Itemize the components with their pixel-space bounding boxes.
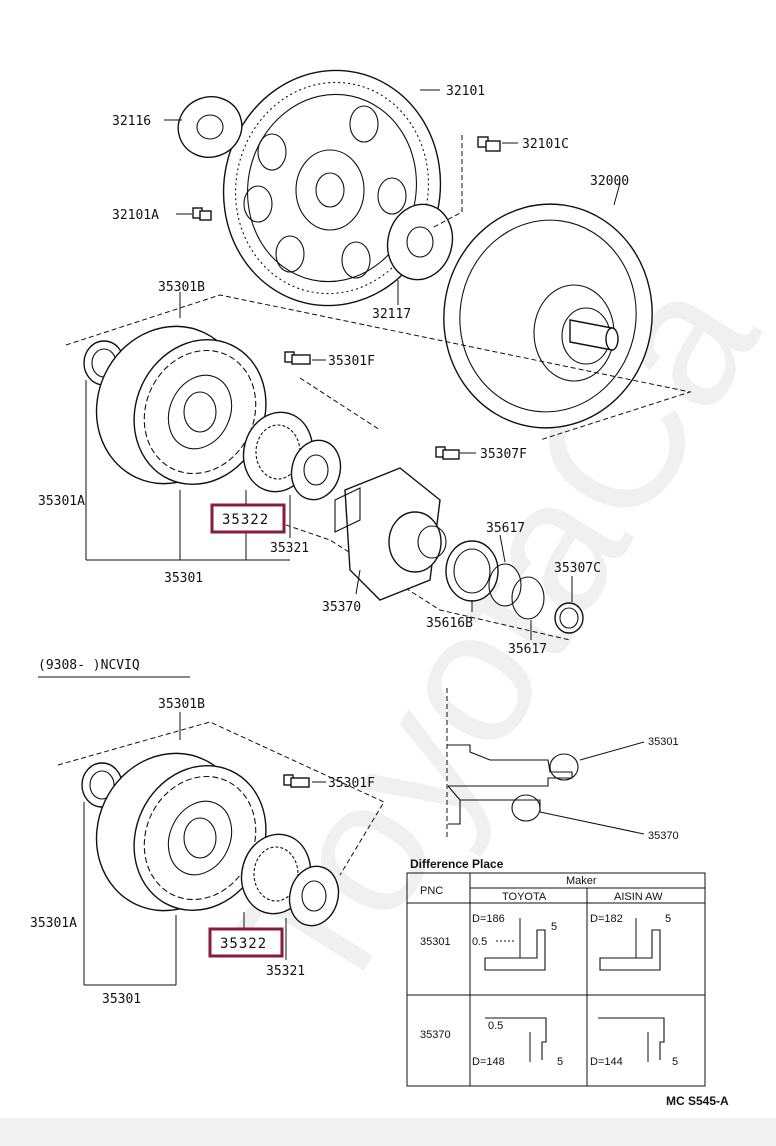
label-35301-top: 35301 — [164, 571, 203, 586]
maker-toyota: TOYOTA — [502, 891, 547, 903]
leader-lines-top — [85, 89, 621, 640]
cross-section-detail — [446, 688, 645, 838]
label-35616B: 35616B — [426, 616, 473, 631]
difference-table-title: Difference Place — [410, 857, 504, 871]
toyota-35301-diameter: D=186 — [472, 913, 505, 925]
bolt-32101A[interactable] — [192, 207, 212, 221]
seal-ring-35617-b[interactable] — [511, 576, 545, 620]
label-35307C: 35307C — [554, 561, 601, 576]
label-35322-bottom: 35322 — [220, 936, 267, 952]
pnc-header: PNC — [420, 885, 443, 897]
drive-plate-32101[interactable] — [202, 50, 462, 326]
label-35322-top: 35322 — [222, 512, 269, 528]
difference-table: Difference Place PNC Maker TOYOTA AISIN … — [406, 857, 706, 1087]
maker-aisin: AISIN AW — [614, 891, 663, 903]
label-32101: 32101 — [446, 84, 485, 99]
label-35321-top: 35321 — [270, 541, 309, 556]
label-32117: 32117 — [372, 307, 411, 322]
toyota-35370-width: 5 — [557, 1056, 563, 1068]
variant-heading: (9308- )NCVIQ — [38, 658, 140, 673]
gear-35321-bottom[interactable] — [283, 861, 345, 931]
toyota-35370-diameter: D=148 — [472, 1056, 505, 1068]
leader-lines-bottom — [83, 712, 326, 986]
label-32000: 32000 — [590, 174, 629, 189]
bolt-32101C[interactable] — [477, 136, 501, 152]
assembly-guide-lines-top — [65, 135, 692, 641]
bushing-35307C[interactable] — [554, 602, 584, 634]
label-35301B-top: 35301B — [158, 280, 205, 295]
torque-converter-32000[interactable] — [429, 191, 666, 442]
highlight-box-35322-bottom[interactable]: 35322 — [208, 927, 284, 958]
pnc-row-35370: 35370 — [420, 1029, 451, 1041]
seal-ring-35617-a[interactable] — [488, 563, 522, 607]
label-detail-35301: 35301 — [648, 736, 679, 748]
bottom-strip — [0, 1118, 776, 1146]
gear-35321-top[interactable] — [285, 435, 347, 505]
diagram-code-footer: MC S545-A — [666, 1094, 729, 1108]
aisin-35370-diameter: D=144 — [590, 1056, 623, 1068]
label-35301A-bottom: 35301A — [30, 916, 77, 931]
stator-shaft-35370[interactable] — [334, 467, 447, 601]
plate-32116[interactable] — [170, 88, 251, 166]
toyota-35370-offset: 0.5 — [488, 1020, 503, 1032]
pnc-row-35301: 35301 — [420, 936, 451, 948]
highlight-box-35322-top[interactable]: 35322 — [210, 503, 286, 534]
maker-header: Maker — [566, 875, 597, 887]
label-35307F: 35307F — [480, 447, 527, 462]
label-35617-b: 35617 — [508, 642, 547, 657]
assembly-guide-lines-bottom — [57, 721, 385, 876]
toyota-35301-width: 5 — [551, 921, 557, 933]
label-32116: 32116 — [112, 114, 151, 129]
bolt-35307F[interactable] — [435, 446, 460, 460]
aisin-35301-width: 5 — [665, 913, 671, 925]
label-35301F-top: 35301F — [328, 354, 375, 369]
label-35301A-top: 35301A — [38, 494, 85, 509]
plate-32117[interactable] — [379, 197, 460, 287]
label-35370-top: 35370 — [322, 600, 361, 615]
label-35301-bottom: 35301 — [102, 992, 141, 1007]
toyota-35301-offset: 0.5 — [472, 936, 487, 948]
label-35321-bottom: 35321 — [266, 964, 305, 979]
bolt-35301F-bottom[interactable] — [283, 774, 310, 788]
label-32101A: 32101A — [112, 208, 159, 223]
aisin-35370-width: 5 — [672, 1056, 678, 1068]
label-32101C: 32101C — [522, 137, 569, 152]
label-35301B-bottom: 35301B — [158, 697, 205, 712]
aisin-35301-diameter: D=182 — [590, 913, 623, 925]
label-35301F-bottom: 35301F — [328, 776, 375, 791]
pump-body-35301-bottom[interactable] — [71, 729, 289, 935]
label-detail-35370: 35370 — [648, 830, 679, 842]
label-35617-a: 35617 — [486, 521, 525, 536]
bolt-35301F-top[interactable] — [284, 351, 311, 365]
pump-body-35301-top[interactable] — [71, 302, 289, 508]
